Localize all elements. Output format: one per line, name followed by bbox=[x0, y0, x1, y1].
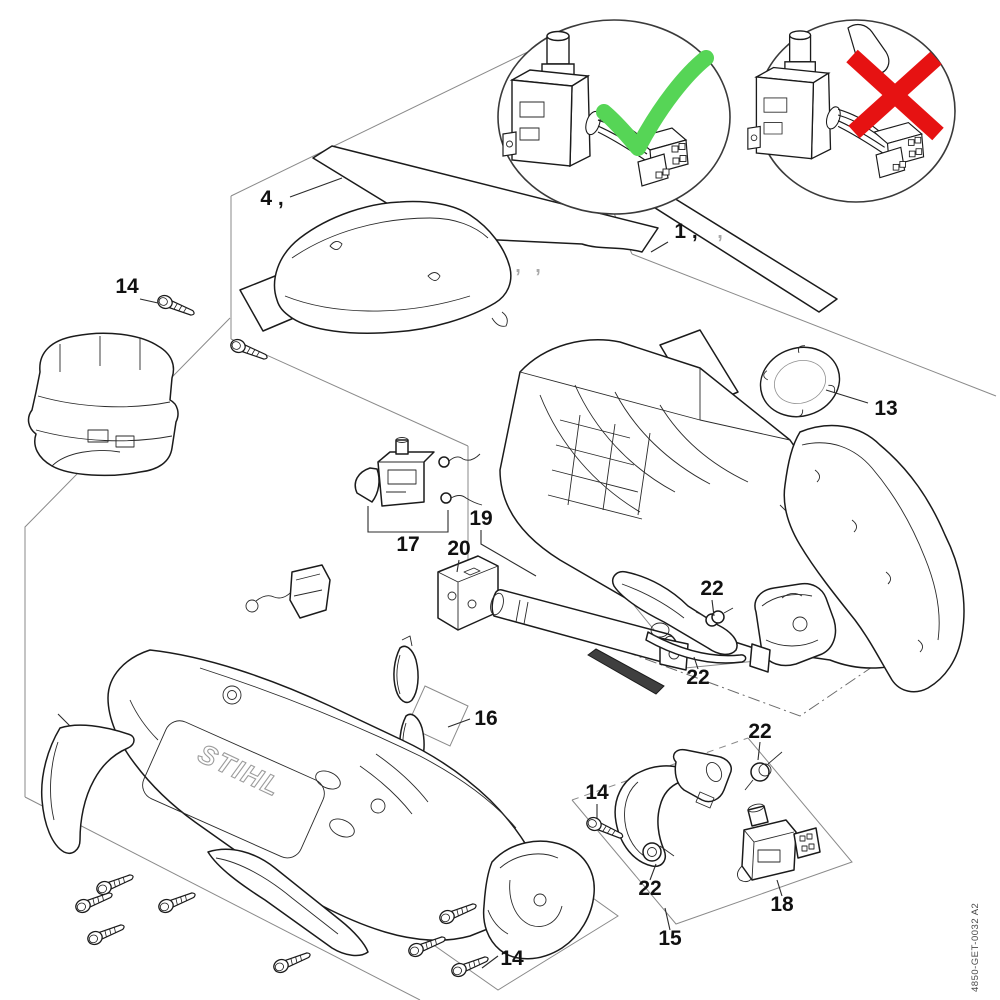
lockout-lever bbox=[614, 748, 732, 868]
rear-trim-piece bbox=[783, 424, 965, 693]
trigger-spring bbox=[695, 607, 734, 627]
leader-lines bbox=[139, 177, 869, 969]
screw bbox=[94, 869, 136, 898]
callout-part1: 1 , bbox=[674, 220, 697, 243]
callout-part16: 16 bbox=[474, 707, 497, 730]
switch-bracket-17 bbox=[354, 437, 483, 533]
cover-gasket bbox=[759, 345, 841, 418]
rubber-mount bbox=[27, 332, 179, 477]
check-icon bbox=[596, 50, 714, 156]
throttle-trigger bbox=[612, 570, 747, 664]
motor-housing-left-half: STIHL bbox=[107, 649, 543, 941]
side-panel-left bbox=[40, 724, 135, 854]
callout-part22-c: 22 bbox=[748, 720, 771, 743]
callout-part14-mid: 14 bbox=[585, 781, 609, 804]
callout-part18: 18 bbox=[770, 893, 794, 916]
callout-part1-faint: , bbox=[717, 221, 723, 243]
callout-part14-top: 14 bbox=[115, 275, 139, 298]
screw bbox=[228, 336, 270, 365]
coil-spring-22 bbox=[744, 751, 783, 791]
callout-part19: 19 bbox=[469, 507, 492, 530]
screw bbox=[155, 292, 197, 321]
trigger-housing-bottom bbox=[482, 840, 595, 960]
top-cover bbox=[273, 200, 512, 334]
cable-bracket bbox=[749, 582, 837, 673]
callout-part22-d: 22 bbox=[638, 877, 661, 900]
callout-part22-b: 22 bbox=[686, 666, 709, 689]
callout-part15: 15 bbox=[658, 927, 682, 950]
callout-part13: 13 bbox=[874, 397, 897, 420]
callout-faint-comma: , bbox=[515, 255, 521, 277]
callout-part14-bottom: 14 bbox=[500, 947, 524, 970]
mount-plate-20 bbox=[437, 555, 499, 631]
clip-and-spring bbox=[245, 564, 331, 619]
callout-part20: 20 bbox=[447, 537, 470, 560]
screw bbox=[271, 947, 313, 976]
doc-number: 4850-GET-0032 A2 bbox=[970, 903, 981, 992]
switch-18 bbox=[737, 803, 821, 883]
callout-part22-a: 22 bbox=[700, 577, 723, 600]
callout-faint-comma: , bbox=[535, 255, 541, 277]
inset-correct bbox=[497, 19, 731, 215]
lockout-spring bbox=[642, 842, 675, 862]
handle-trim bbox=[207, 848, 369, 957]
callout-part4: 4 , bbox=[260, 187, 283, 210]
screw bbox=[85, 919, 127, 948]
screw bbox=[449, 951, 491, 980]
inset-incorrect bbox=[747, 19, 956, 203]
screw bbox=[156, 887, 198, 916]
cross-icon bbox=[846, 49, 944, 141]
callout-part17: 17 bbox=[396, 533, 419, 556]
